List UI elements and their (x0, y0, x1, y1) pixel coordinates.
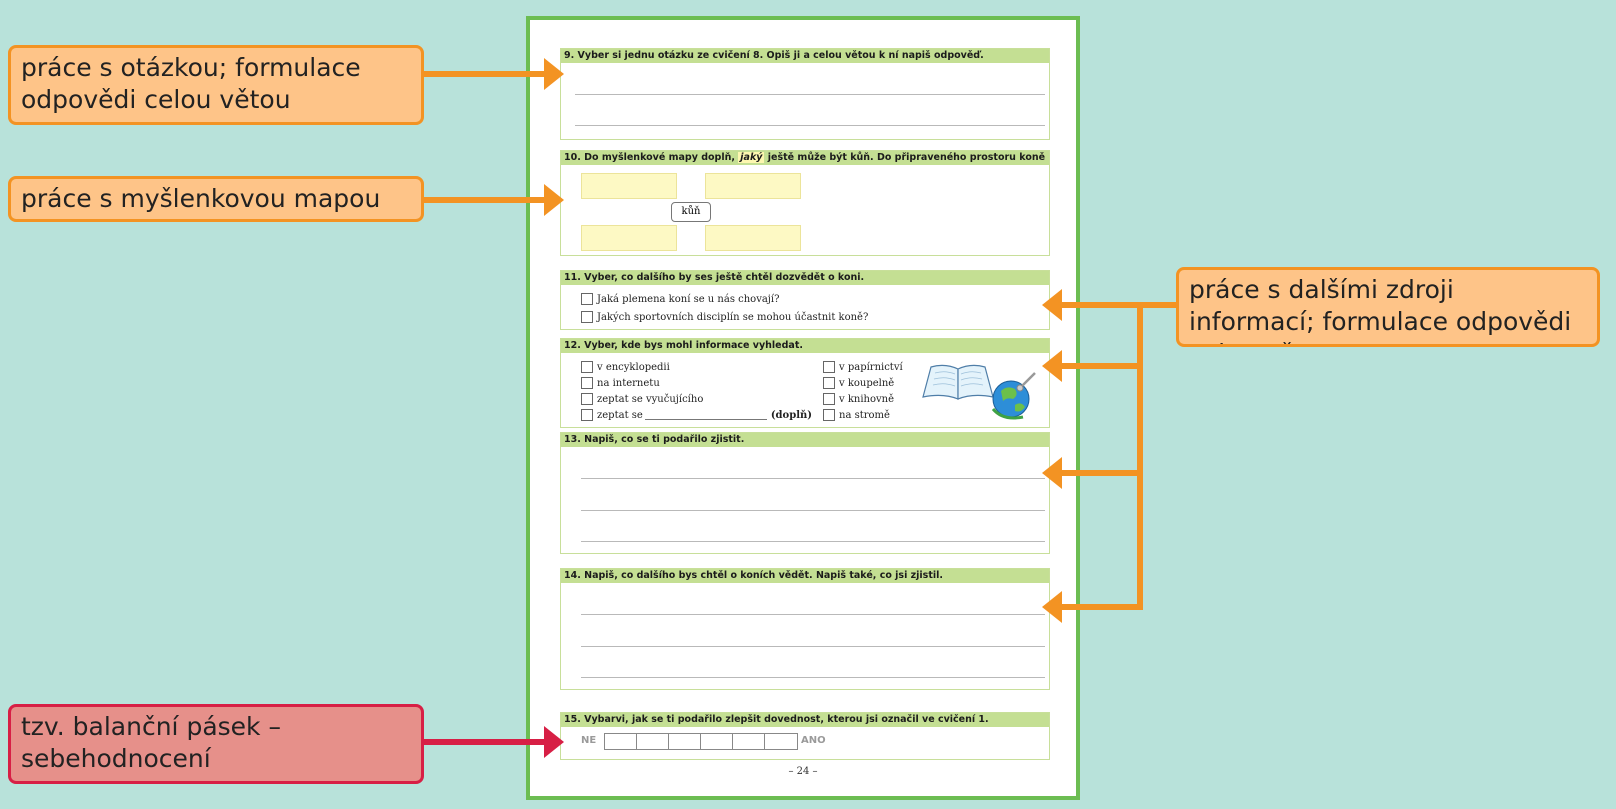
checkbox[interactable] (581, 393, 593, 405)
option-label: v knihovně (839, 393, 894, 405)
arrow-line (1062, 363, 1143, 369)
arrow-line (424, 71, 546, 77)
task-12-title: 12. Vyber, kde bys mohl informace vyhled… (561, 339, 1049, 353)
balance-cell[interactable] (765, 734, 797, 749)
task-13: 13. Napiš, co se ti podařilo zjistit. (560, 432, 1050, 554)
task-9-title: 9. Vyber si jednu otázku ze cvičení 8. O… (561, 49, 1049, 63)
checkbox[interactable] (581, 409, 593, 421)
option-row[interactable]: Jaká plemena koní se u nás chovají? (581, 293, 779, 305)
option-label: v koupelně (839, 377, 895, 389)
answer-line[interactable] (581, 614, 1045, 615)
arrow-line (1062, 604, 1143, 610)
option-label: na internetu (597, 377, 660, 389)
arrow-branch-line (1137, 302, 1143, 609)
balance-cell[interactable] (701, 734, 733, 749)
globe-icon (991, 372, 1036, 420)
option-label: Jakých sportovních disciplín se mohou úč… (597, 311, 869, 323)
option-row[interactable]: v encyklopedii (581, 361, 670, 373)
task-11: 11. Vyber, co dalšího by ses ještě chtěl… (560, 270, 1050, 330)
balance-cell[interactable] (605, 734, 637, 749)
task-10-title-start: 10. Do myšlenkové mapy doplň, (564, 152, 739, 163)
arrow-line (1062, 470, 1143, 476)
checkbox[interactable] (581, 377, 593, 389)
option-row[interactable]: v koupelně (823, 377, 894, 389)
checkbox[interactable] (823, 377, 835, 389)
option-row[interactable]: na stromě (823, 409, 890, 421)
task-10: 10. Do myšlenkové mapy doplň, jaký ještě… (560, 150, 1050, 256)
worksheet-page: 9. Vyber si jednu otázku ze cvičení 8. O… (526, 16, 1080, 800)
arrow-head-icon (544, 184, 564, 216)
open-book-icon (922, 364, 994, 400)
checkbox[interactable] (823, 409, 835, 421)
arrow-head-icon (544, 726, 564, 758)
arrow-head-icon (1042, 591, 1062, 623)
balance-cell[interactable] (733, 734, 765, 749)
task-14: 14. Napiš, co dalšího bys chtěl o koních… (560, 568, 1050, 690)
scale-label-no: NE (581, 735, 597, 746)
arrow-line (1140, 302, 1176, 308)
answer-line[interactable] (581, 510, 1045, 511)
task-10-title-end: ještě může být kůň. Do připraveného pros… (767, 152, 1049, 163)
task-14-title: 14. Napiš, co dalšího bys chtěl o koních… (561, 569, 1049, 583)
option-row[interactable]: na internetu (581, 377, 660, 389)
checkbox[interactable] (823, 361, 835, 373)
task-10-title: 10. Do myšlenkové mapy doplň, jaký ještě… (561, 151, 1049, 165)
fill-note: (doplň) (770, 409, 813, 421)
task-15-title: 15. Vybarvi, jak se ti podařilo zlepšit … (561, 713, 1049, 727)
fill-in-blank[interactable] (644, 411, 767, 420)
option-row[interactable]: zeptat se vyučujícího (581, 393, 703, 405)
checkbox[interactable] (581, 293, 593, 305)
checkbox[interactable] (581, 361, 593, 373)
mind-map-center: kůň (671, 202, 711, 222)
mind-map-box-bottom-right[interactable] (705, 225, 801, 251)
balance-cell[interactable] (637, 734, 669, 749)
page-number: – 24 – (788, 766, 818, 777)
balance-strip (604, 733, 798, 750)
task-13-title: 13. Napiš, co se ti podařilo zjistit. (561, 433, 1049, 447)
answer-line[interactable] (575, 94, 1045, 95)
arrow-line (1062, 302, 1143, 308)
option-row[interactable]: zeptat se (doplň) (581, 409, 812, 421)
answer-line[interactable] (575, 125, 1045, 126)
option-label: v encyklopedii (597, 361, 670, 373)
answer-line[interactable] (581, 677, 1045, 678)
answer-line[interactable] (581, 541, 1045, 542)
arrow-line (424, 739, 546, 745)
annotation-balance-strip: tzv. balanční pásek – sebehodnocení (8, 704, 424, 784)
mind-map-box-top-right[interactable] (705, 173, 801, 199)
annotation-question-work: práce s otázkou; formulace odpovědi celo… (8, 45, 424, 125)
answer-line[interactable] (581, 478, 1045, 479)
arrow-head-icon (1042, 457, 1062, 489)
option-row[interactable]: Jakých sportovních disciplín se mohou úč… (581, 311, 868, 323)
checkbox[interactable] (581, 311, 593, 323)
mind-map-box-top-left[interactable] (581, 173, 677, 199)
option-label: na stromě (839, 409, 890, 421)
option-label: v papírnictví (839, 361, 903, 373)
arrow-head-icon (1042, 289, 1062, 321)
task-11-title: 11. Vyber, co dalšího by ses ještě chtěl… (561, 271, 1049, 285)
option-row[interactable]: v knihovně (823, 393, 894, 405)
checkbox[interactable] (823, 393, 835, 405)
arrow-line (424, 197, 546, 203)
balance-cell[interactable] (669, 734, 701, 749)
task-12: 12. Vyber, kde bys mohl informace vyhled… (560, 338, 1050, 428)
option-row[interactable]: v papírnictví (823, 361, 903, 373)
option-label: zeptat se (597, 409, 643, 421)
answer-line[interactable] (581, 646, 1045, 647)
task-15: 15. Vybarvi, jak se ti podařilo zlepšit … (560, 712, 1050, 760)
annotation-information-sources: práce s dalšími zdroji informací; formul… (1176, 267, 1600, 347)
scale-label-yes: ANO (801, 735, 826, 746)
task-10-title-highlight: jaký (738, 152, 765, 163)
option-label: Jaká plemena koní se u nás chovají? (597, 293, 780, 305)
arrow-head-icon (1042, 350, 1062, 382)
mind-map-box-bottom-left[interactable] (581, 225, 677, 251)
option-label: zeptat se vyučujícího (597, 393, 704, 405)
arrow-head-icon (544, 58, 564, 90)
annotation-mind-map: práce s myšlenkovou mapou (8, 176, 424, 222)
task-9: 9. Vyber si jednu otázku ze cvičení 8. O… (560, 48, 1050, 140)
